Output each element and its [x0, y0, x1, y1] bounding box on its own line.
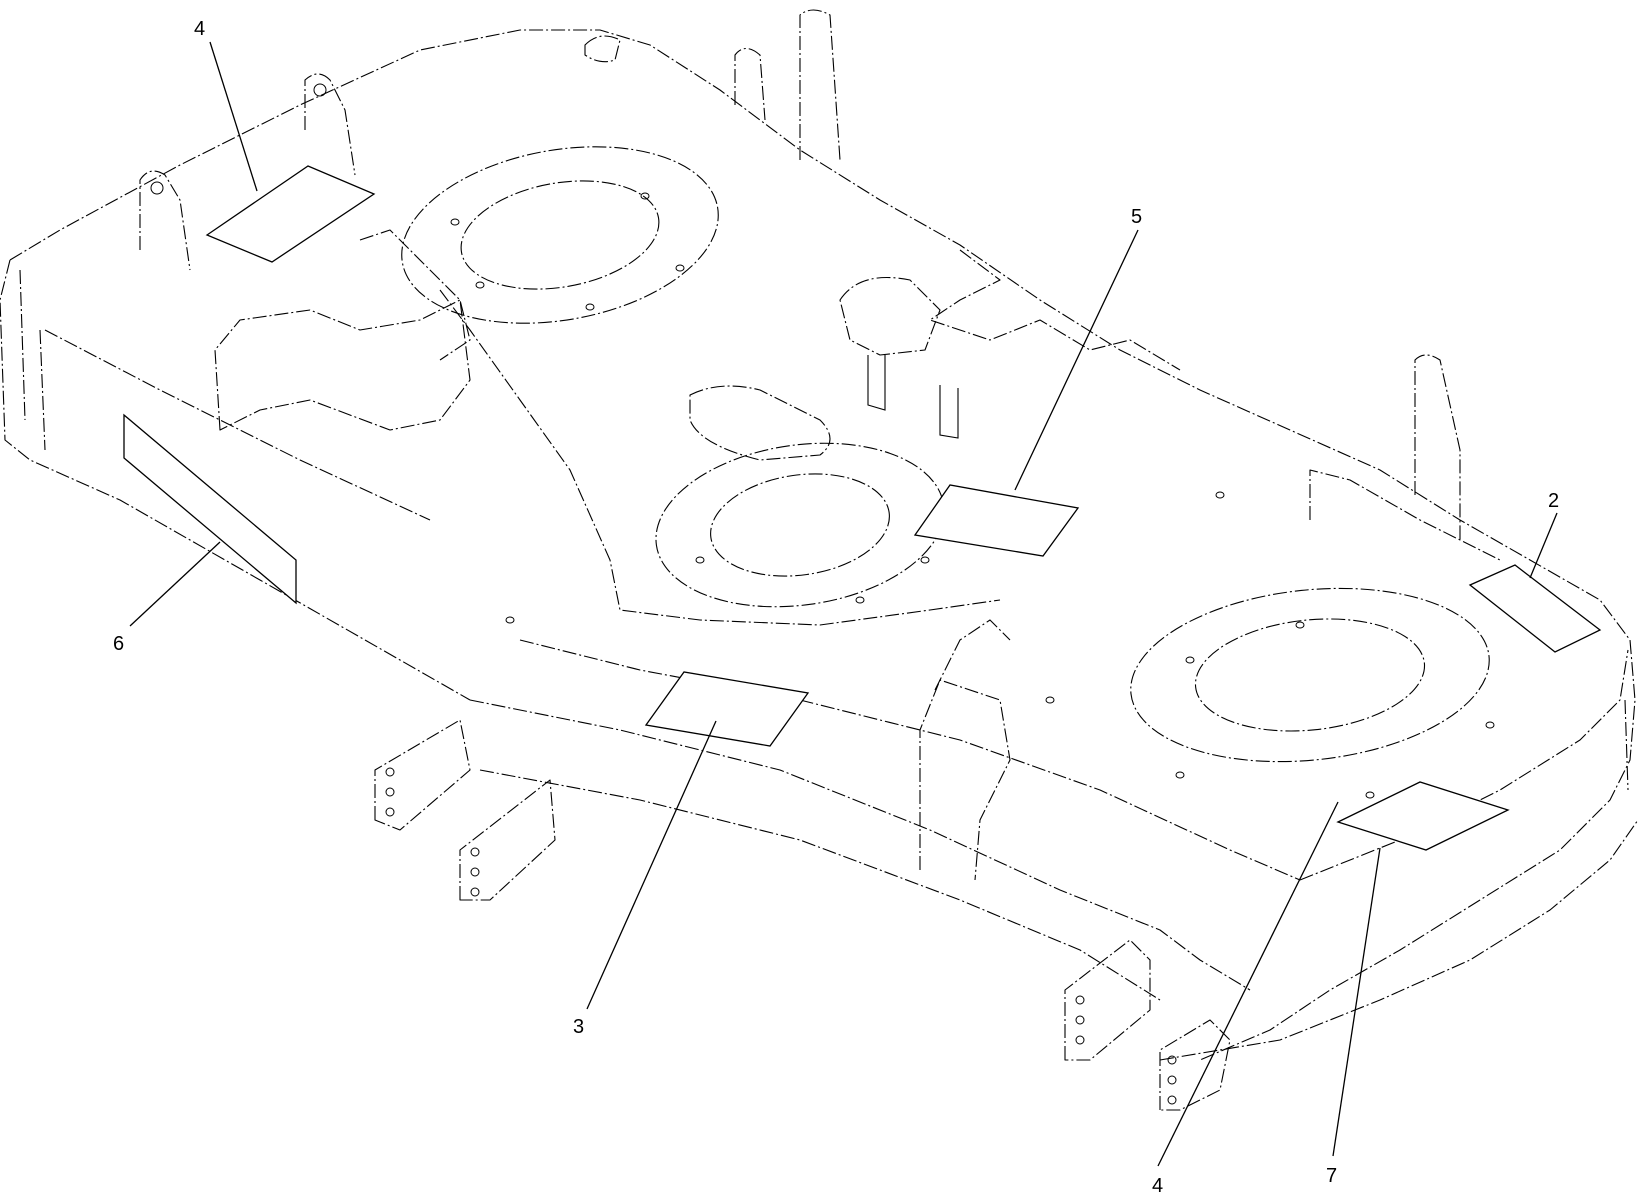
callout-5-center: 5 [1131, 206, 1142, 228]
left-front-plate-2 [459, 779, 556, 901]
bolt-hole [1175, 771, 1185, 779]
decal-5-center [913, 484, 1080, 557]
idler-post [867, 355, 886, 411]
deck-front-skirt-inner [519, 639, 1301, 881]
center-front-bracket [919, 679, 1011, 881]
bolt-holes [450, 192, 1495, 799]
callout-7-bottom-right: 7 [1326, 1165, 1337, 1187]
bolt-hole [1485, 721, 1495, 729]
bolt-hole [585, 303, 595, 311]
deck-left-edge [0, 259, 471, 701]
bolt-hole [450, 218, 460, 226]
leader-4-bottom [1157, 801, 1339, 1167]
deck-right-curve [1299, 649, 1629, 881]
rear-left-hitch-2 [304, 73, 356, 176]
rear-center-bracket [799, 9, 841, 161]
decal-7-bottom-right [1336, 781, 1510, 851]
leader-7-bottom-right [1332, 847, 1381, 1157]
hitch-hole [313, 83, 327, 97]
decal-3-front [644, 671, 810, 747]
right-rear-bracket [1414, 354, 1461, 540]
left-front-plate [374, 719, 471, 831]
left-spindle-inner [460, 180, 660, 290]
rear-center-bracket-2 [734, 47, 766, 121]
leader-5-center [1014, 229, 1139, 491]
plate-hole [470, 887, 480, 897]
center-spindle-inner [710, 473, 890, 577]
bolt-hole [1045, 696, 1055, 704]
left-side-arm [214, 299, 471, 431]
plate-hole [470, 867, 480, 877]
bolt-hole [695, 556, 705, 564]
right-side-vertical-edge [1624, 699, 1629, 791]
spindle-openings [401, 146, 1490, 763]
idler-pin [939, 385, 959, 439]
decal-4-top-left [205, 165, 376, 263]
plate-hole [385, 787, 395, 797]
plate-hole [385, 807, 395, 817]
deck-center-ridge [439, 289, 1001, 626]
plate-hole [1167, 1055, 1177, 1065]
bolt-hole [1215, 491, 1225, 499]
center-pulley-cover [689, 385, 831, 461]
plate-hole [1167, 1075, 1177, 1085]
bolt-hole [475, 281, 485, 289]
leader-3-front [586, 720, 717, 1010]
leader-2-right [1529, 512, 1558, 579]
deck-body [0, 29, 1639, 1061]
bolt-hole [640, 192, 650, 200]
callout-labels: 4 5 2 6 3 4 7 [113, 18, 1559, 1197]
rear-hub [584, 35, 621, 63]
deck-right-ridge [929, 249, 1181, 371]
bolt-hole [1365, 791, 1375, 799]
bolt-hole [1185, 656, 1195, 664]
brackets [139, 9, 1629, 1111]
callout-4-bottom: 4 [1152, 1175, 1163, 1197]
bolt-hole [505, 616, 515, 624]
decal-6-left-side [123, 413, 297, 605]
plate-hole [385, 767, 395, 777]
decal-2-right [1468, 564, 1602, 653]
right-spindle-inner [1194, 618, 1426, 732]
deck-right-curve-lower [1159, 819, 1639, 1061]
left-spindle-outer [401, 146, 719, 324]
plate-hole [1075, 1035, 1085, 1045]
leader-lines [129, 41, 1558, 1167]
callout-3-front: 3 [573, 1016, 584, 1038]
bolt-hole [920, 556, 930, 564]
deck-front-skirt-lower [479, 769, 1161, 1001]
hitch-hole [150, 181, 164, 195]
right-rear-arm [1309, 469, 1501, 561]
leader-4-top-left [209, 41, 258, 192]
deck-front-skirt [469, 699, 1251, 991]
right-front-plate [1064, 939, 1151, 1061]
rear-left-hitch [139, 170, 191, 271]
right-spindle-outer [1130, 587, 1490, 763]
center-arm [359, 229, 471, 361]
leader-6-left-side [129, 541, 221, 627]
plate-holes [150, 83, 1177, 1105]
center-spindle-outer [655, 442, 945, 608]
bolt-hole [855, 596, 865, 604]
deck-top-outline [9, 29, 1636, 1061]
callout-4-top-left: 4 [194, 18, 205, 40]
plate-hole [1075, 1015, 1085, 1025]
callout-2-right: 2 [1548, 490, 1559, 512]
plate-hole [470, 847, 480, 857]
idler-mount [839, 277, 941, 356]
plate-hole [1167, 1095, 1177, 1105]
plate-hole [1075, 995, 1085, 1005]
decals [123, 165, 1602, 851]
callout-6-left-side: 6 [113, 633, 124, 655]
right-front-plate-2 [1159, 1019, 1231, 1111]
bolt-hole [1295, 621, 1305, 629]
bolt-hole [675, 264, 685, 272]
center-front-bracket-2 [934, 619, 1011, 691]
